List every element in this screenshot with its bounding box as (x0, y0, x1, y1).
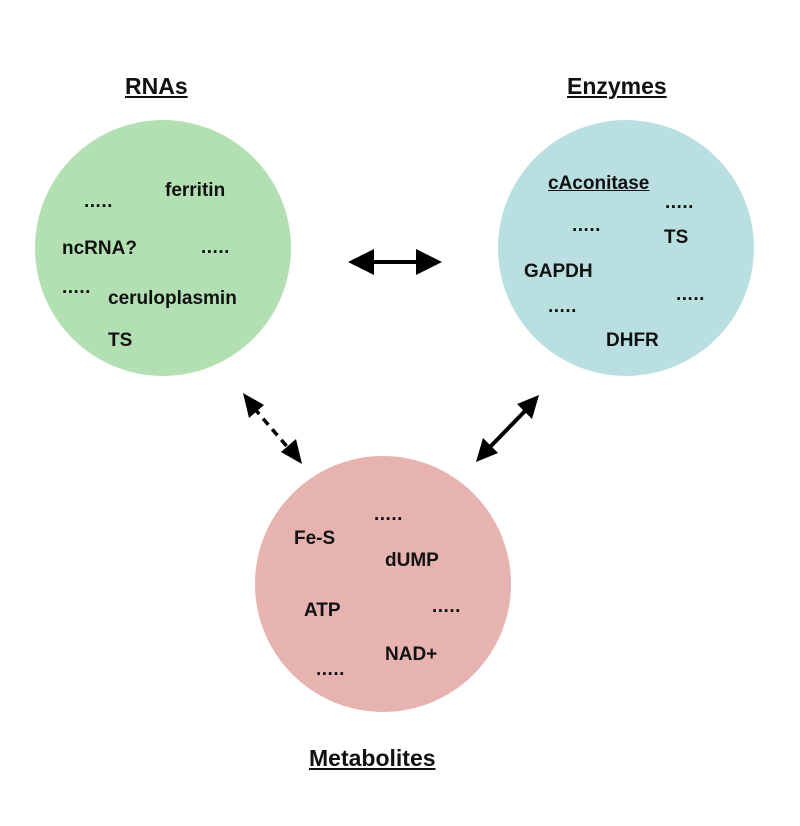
rnas-item-ferritin: ferritin (165, 180, 226, 201)
metabolites-ellipsis: ..... (316, 659, 345, 680)
enzymes-ellipsis: ..... (548, 296, 577, 317)
metabolites-item-atp: ATP (304, 600, 341, 621)
rnas-metabolites-arrow (243, 393, 302, 464)
rnas-ellipsis: ..... (62, 277, 91, 298)
rnas-enzymes-arrow (348, 249, 442, 275)
metabolites-item-nad: NAD+ (385, 644, 438, 665)
enzymes-title: Enzymes (567, 73, 667, 99)
enzymes-item-dhfr: DHFR (606, 330, 659, 351)
rnas-item-ts: TS (108, 330, 133, 351)
enzymes-ellipsis: ..... (665, 192, 694, 213)
metabolites-title: Metabolites (309, 745, 436, 771)
enzymes-item-gapdh: GAPDH (524, 261, 593, 282)
enzymes-item-ts: TS (664, 227, 689, 248)
rnas-item-ceruloplasmin: ceruloplasmin (108, 288, 237, 309)
enzymes-circle (498, 120, 754, 376)
enzymes-ellipsis: ..... (676, 284, 705, 305)
enzymes-metabolites-arrow (476, 395, 539, 462)
metabolites-ellipsis: ..... (432, 596, 461, 617)
enzymes-ellipsis: ..... (572, 215, 601, 236)
rnas-circle (35, 120, 291, 376)
metabolites-circle (255, 456, 511, 712)
metabolites-ellipsis: ..... (374, 504, 403, 525)
metabolites-item-fes: Fe-S (294, 528, 336, 549)
enzymes-item-caconitase: cAconitase (548, 173, 650, 194)
rnas-item-ncrna: ncRNA? (62, 238, 137, 259)
metabolites-item-dump: dUMP (385, 550, 439, 571)
rnas-title: RNAs (125, 73, 188, 99)
rnas-ellipsis: ..... (201, 237, 230, 258)
rnas-ellipsis: ..... (84, 191, 113, 212)
